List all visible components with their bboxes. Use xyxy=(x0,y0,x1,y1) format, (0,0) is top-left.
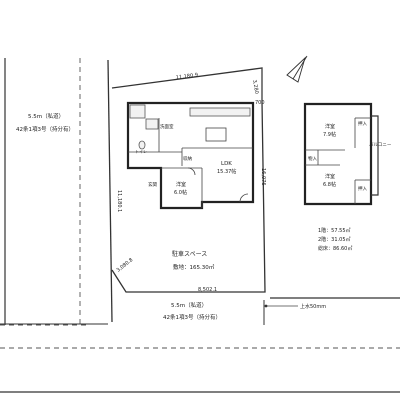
ldk-name: LDK xyxy=(221,161,232,167)
dim-corner-top-right: 3,280 xyxy=(251,79,259,94)
site-west-boundary xyxy=(107,59,113,323)
dim-left: 11,180.1 xyxy=(116,190,122,212)
storage2-label: 物入 xyxy=(308,155,317,162)
washroom-label: 洗面室 xyxy=(160,123,174,130)
bottom-road-width: 5.5m（私道） xyxy=(171,301,207,309)
toilet-fixture xyxy=(138,140,146,150)
left-road-width: 5.5m（私道） xyxy=(28,112,64,120)
balcony-label: バルコニー xyxy=(369,142,392,148)
room2b-name: 洋室 xyxy=(325,173,335,180)
dim-top-right-small: 700 xyxy=(255,100,265,106)
dim-top: 11,180.9 xyxy=(176,72,199,81)
balcony-outline xyxy=(371,115,379,196)
site-area-label: 敷地：165.30㎡ xyxy=(173,263,215,271)
floor1-plan: LDK 15.37帖 洋室 6.0帖 洗面室 トイレ 収納 玄関 xyxy=(126,101,255,210)
dim-bottom: 8,502.1 xyxy=(198,287,217,293)
site-outline xyxy=(111,67,266,293)
kitchen-counter xyxy=(189,107,251,117)
ldk-size: 15.37帖 xyxy=(217,168,236,175)
room2a-name: 洋室 xyxy=(325,123,335,130)
entrance-label: 玄関 xyxy=(148,181,157,188)
site-boundary xyxy=(111,67,266,293)
bottom-road-article: 42条1項3号（持分有） xyxy=(163,313,221,321)
north-arrow-icon xyxy=(286,55,308,83)
closet-bottom-label: 押入 xyxy=(358,185,367,192)
room1-name: 洋室 xyxy=(176,181,186,188)
water-point xyxy=(264,304,268,308)
area-floor2: 2階：31.05㎡ xyxy=(318,236,351,243)
floor2-plan: 洋室 7.9帖 洋室 6.8帖 押入 押入 物入 バルコニー xyxy=(303,102,392,206)
dim-corner-bottom-left: 3,080.8 xyxy=(116,257,135,273)
door-swing-room xyxy=(187,167,196,176)
dim-right: 16,076 xyxy=(260,168,266,186)
water-main-label: 上水50mm xyxy=(300,303,326,310)
area-floor1: 1階：57.55㎡ xyxy=(318,227,351,234)
room1-size: 6.0帖 xyxy=(174,189,187,196)
area-total: 総床：86.60㎡ xyxy=(318,245,352,252)
room2a-size: 7.9帖 xyxy=(323,131,336,138)
door-swing-ldk xyxy=(239,193,249,203)
parking-label: 駐車スペース xyxy=(172,250,207,258)
storage1-label: 収納 xyxy=(183,155,192,162)
road-lines xyxy=(0,58,400,393)
toilet-label: トイレ xyxy=(135,149,147,154)
washbasin xyxy=(145,118,159,130)
left-road-article: 42条1項3号（持分有） xyxy=(16,125,74,133)
dining-table xyxy=(205,127,227,142)
room2b-size: 6.8帖 xyxy=(323,181,336,188)
closet-top-label: 押入 xyxy=(358,120,367,127)
floor2-outer-wall xyxy=(303,102,373,206)
bath-fixture xyxy=(129,104,146,119)
